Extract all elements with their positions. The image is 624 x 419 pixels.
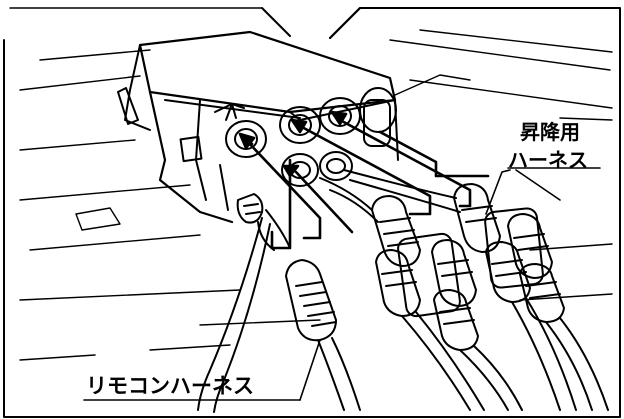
frame	[3, 7, 621, 418]
insertion-arrows	[238, 110, 490, 250]
lift-harness-label-line2: ハーネス	[508, 148, 588, 172]
remote-harness-plug	[285, 259, 361, 411]
leader-lines	[83, 167, 601, 401]
lift-harness-label-line1: 昇降用	[520, 120, 580, 144]
lift-harness-plugs-left	[371, 195, 523, 411]
harness-cables-upper	[319, 169, 461, 223]
remote-harness-label: リモコンハーネス	[86, 374, 254, 398]
lift-harness-plugs-right	[453, 183, 609, 411]
machine-body-lines	[19, 29, 613, 361]
connector-sockets	[225, 87, 397, 187]
